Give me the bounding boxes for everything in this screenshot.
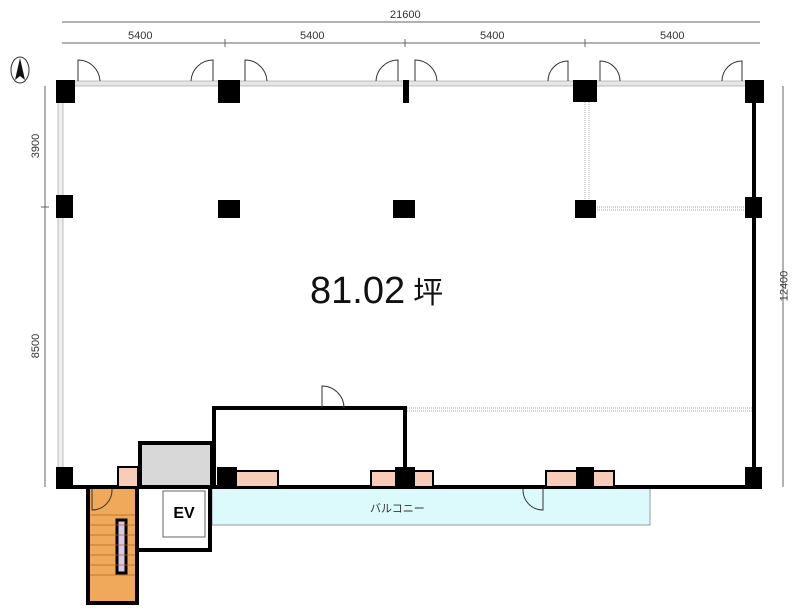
- dimension-left-lower: 8500: [30, 333, 43, 359]
- stair-core: [115, 518, 128, 575]
- elevator-car: [162, 490, 206, 538]
- balcony-label: バルコニー: [370, 503, 425, 515]
- stair-treads: [90, 514, 135, 576]
- dimension-bay-4: 5400: [660, 30, 685, 42]
- window-strip-left: [57, 99, 64, 471]
- dimension-bay-3: 5400: [480, 30, 505, 42]
- shaft: [138, 441, 214, 489]
- door-icons: [77, 59, 743, 511]
- elevator-label: EV: [173, 505, 195, 522]
- dimension-bay-1: 5400: [128, 30, 153, 42]
- north-arrow-icon: [10, 56, 30, 84]
- columns: [56, 80, 764, 489]
- balcony: [211, 486, 651, 526]
- area-unit: 坪: [413, 277, 444, 310]
- dotted-partition-lines: [407, 100, 752, 412]
- dimension-left-upper: 3900: [30, 133, 43, 159]
- dimension-total-width: 21600: [390, 9, 421, 21]
- dimension-bay-2: 5400: [300, 30, 325, 42]
- dimension-lines: [41, 21, 784, 487]
- dimension-right: 12400: [778, 270, 791, 302]
- area-value: 81.02: [310, 270, 406, 312]
